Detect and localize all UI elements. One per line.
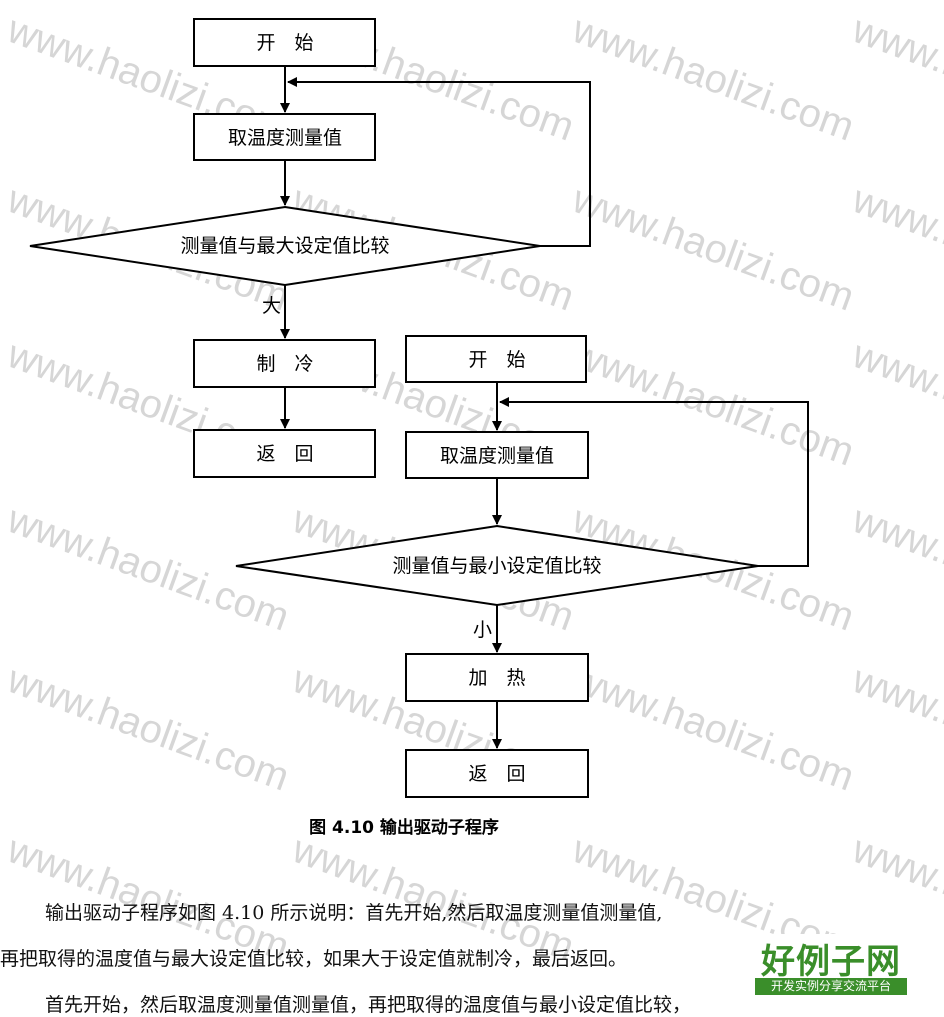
read-temp-node-2 bbox=[405, 431, 589, 479]
heat-label: 加 热 bbox=[468, 667, 525, 689]
watermark: www.haolizi.com bbox=[566, 7, 860, 150]
compare-min-label: 测量值与最小设定值比较 bbox=[392, 555, 601, 577]
watermark: www.haolizi.com bbox=[566, 657, 860, 800]
branch-small-label: 小 bbox=[473, 619, 492, 641]
cool-node bbox=[193, 339, 376, 388]
read-temp-label: 取温度测量值 bbox=[228, 127, 342, 149]
start-label-2: 开 始 bbox=[468, 349, 525, 371]
body-line-1: 输出驱动子程序如图 4.10 所示说明：首先开始,然后取温度测量值测量值, bbox=[45, 902, 663, 924]
watermark: www.haolizi.com bbox=[846, 497, 944, 640]
start-label: 开 始 bbox=[256, 32, 313, 54]
loop-back-line-2 bbox=[499, 397, 809, 567]
body-line-2: 再把取得的温度值与最大设定值比较，如果大于设定值就制冷，最后返回。 bbox=[0, 948, 628, 970]
read-temp-node bbox=[193, 113, 376, 161]
logo-subtitle: 开发实例分享交流平台 bbox=[755, 978, 907, 995]
heat-node bbox=[405, 653, 589, 702]
read-temp-label-2: 取温度测量值 bbox=[440, 445, 554, 467]
logo-title: 好例子网 bbox=[761, 942, 901, 982]
watermark: www.haolizi.com bbox=[846, 7, 944, 150]
watermark: www.haolizi.com bbox=[846, 657, 944, 800]
watermark: www.haolizi.com bbox=[846, 332, 944, 475]
return-node-2 bbox=[405, 749, 589, 798]
branch-large-label: 大 bbox=[262, 295, 281, 317]
watermark: www.haolizi.com bbox=[566, 177, 860, 320]
return-node bbox=[193, 429, 376, 478]
figure-caption: 图 4.10 输出驱动子程序 bbox=[309, 817, 499, 838]
loop-back-line bbox=[287, 77, 591, 247]
start-node-2 bbox=[405, 335, 587, 383]
watermark: www.haolizi.com bbox=[1, 657, 295, 800]
return-label: 返 回 bbox=[256, 443, 313, 465]
site-logo[interactable]: 好例子网 开发实例分享交流平台 bbox=[755, 934, 907, 996]
watermark: www.haolizi.com bbox=[566, 332, 860, 475]
heating-flowchart bbox=[235, 335, 809, 798]
return-label-2: 返 回 bbox=[468, 763, 525, 785]
cooling-flowchart bbox=[29, 18, 591, 478]
watermark: www.haolizi.com bbox=[846, 177, 944, 320]
cool-label: 制 冷 bbox=[256, 353, 313, 375]
start-node bbox=[193, 18, 376, 67]
compare-max-label: 测量值与最大设定值比较 bbox=[180, 235, 389, 257]
